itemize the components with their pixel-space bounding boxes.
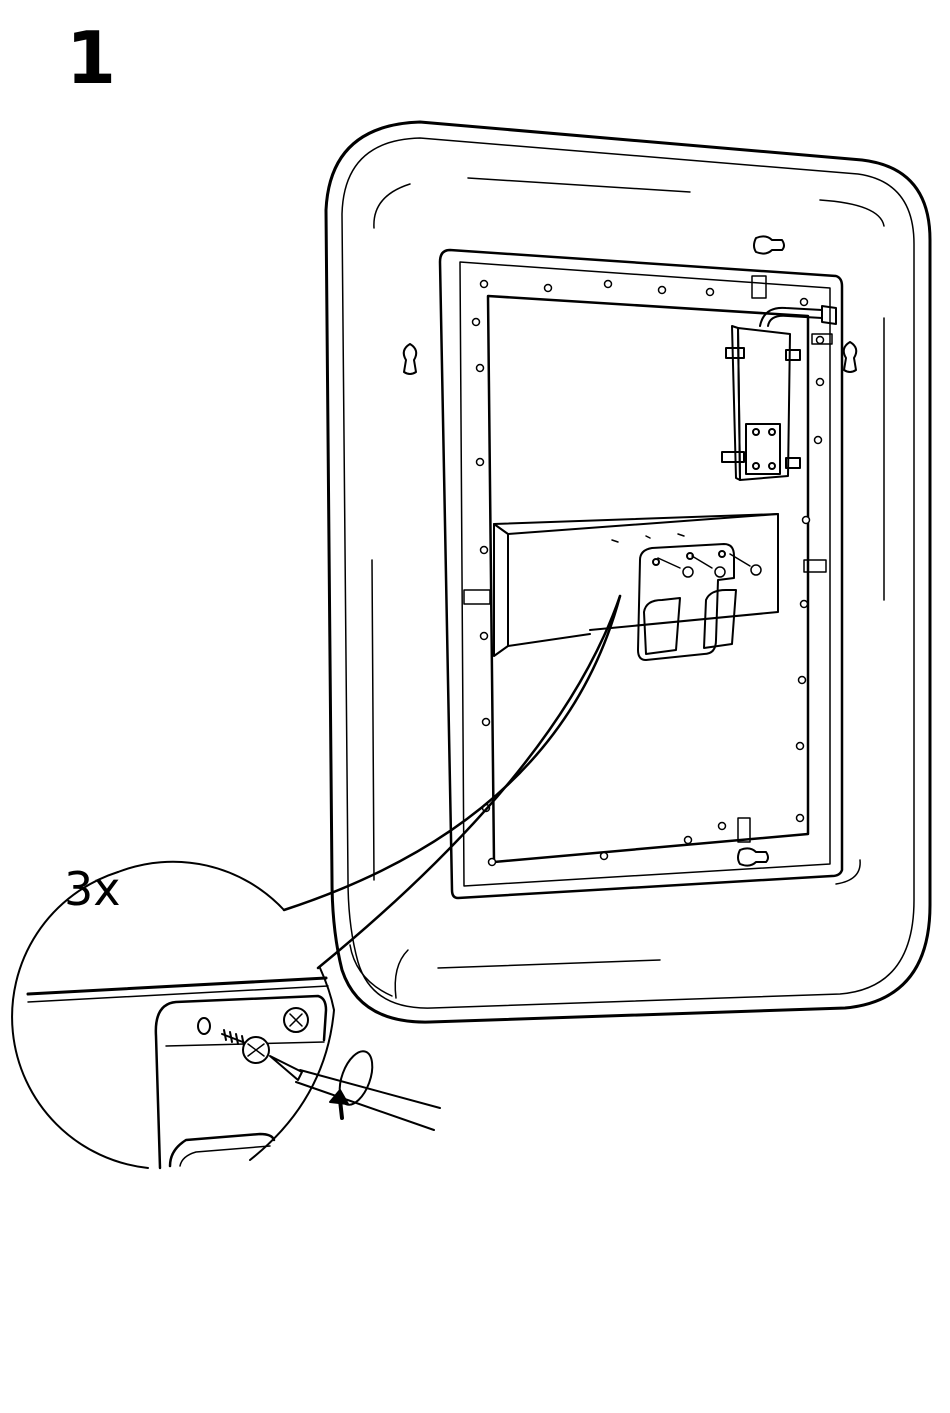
power-unit [722, 306, 836, 480]
step-number: 1 [66, 22, 116, 94]
panel-screw-hole-icons [473, 281, 824, 866]
screw-icon [222, 1030, 269, 1063]
panel-clip-icons [464, 276, 832, 842]
detail-view [12, 862, 334, 1168]
screwdriver-icon [270, 1056, 440, 1130]
back-panel [440, 250, 842, 898]
bracket [638, 544, 736, 660]
keyhole-hanger-icon [404, 236, 857, 865]
quantity-label: 3x [64, 866, 121, 912]
mounting-rail [494, 514, 778, 656]
